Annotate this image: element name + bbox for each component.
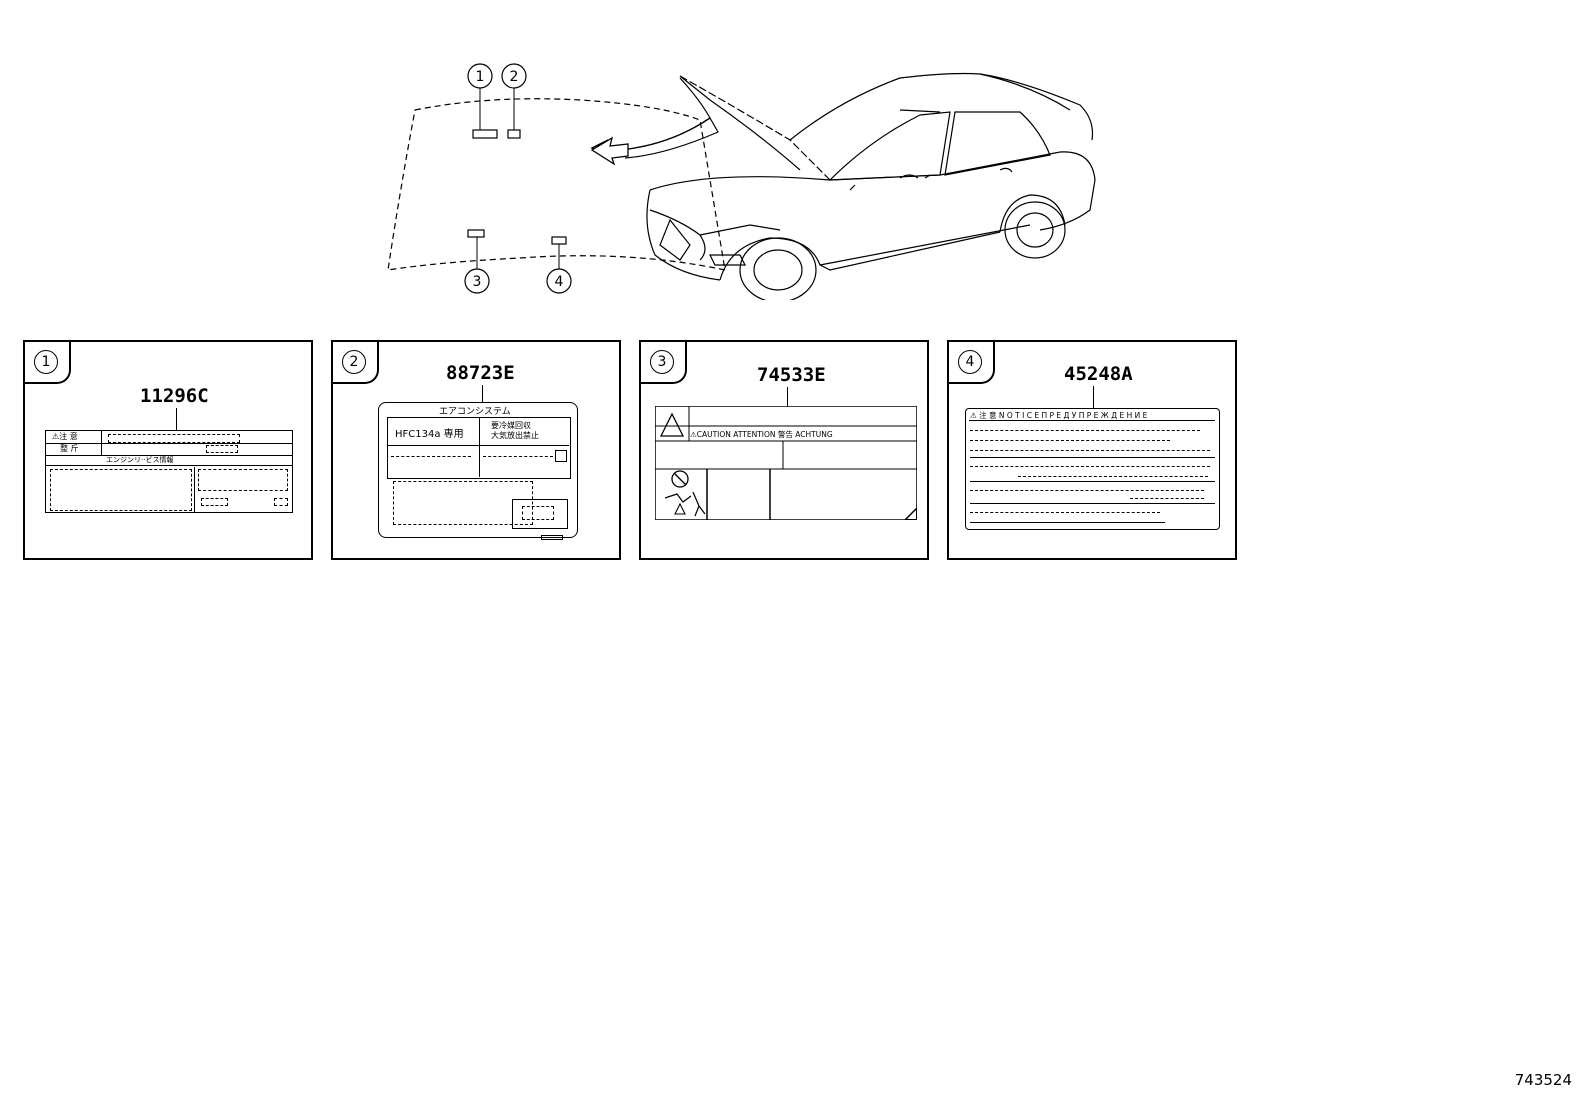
svg-text:3: 3 — [473, 274, 482, 290]
hood-outline — [387, 98, 726, 271]
car-illustration — [646, 72, 1096, 300]
panel-index-tab: 1 — [25, 342, 71, 384]
vehicle-overview-illustration: 1 2 3 4 — [387, 63, 1096, 300]
caution-heading: ⚠注 意 — [52, 432, 78, 441]
panel-index: 1 — [34, 350, 58, 374]
part-number[interactable]: 74533E — [757, 364, 826, 386]
hood-label-2 — [507, 129, 521, 139]
hood-label-4 — [551, 236, 567, 245]
label-panel-4: 4 45248A ⚠ 注 意 N O T I C E П Р Е Д У П Р… — [947, 340, 1237, 560]
recovery-text-2: 大気放出禁止 — [491, 431, 539, 440]
label-panel-1: 1 11296C ⚠注 意 整 斤 エンジンリ··ビス情報 — [23, 340, 313, 560]
svg-text:2: 2 — [510, 69, 519, 85]
hood-label-1 — [472, 129, 498, 139]
part-number[interactable]: 88723E — [446, 362, 515, 384]
panel-index: 4 — [958, 350, 982, 374]
label-line-2: 整 斤 — [60, 444, 79, 453]
ac-system-header: エアコンシステム — [439, 407, 511, 417]
label-74533e-illustration: ⚠CAUTION ATTENTION 警告 ACHTUNG — [654, 405, 917, 520]
callout-3: 3 — [464, 268, 490, 294]
label-panel-3: 3 74533E ⚠CAUTION ATTENTION 警告 ACHTUNG — [639, 340, 929, 560]
notice-header: ⚠ 注 意 N O T I C E П Р Е Д У П Р Е Ж Д Е … — [970, 411, 1148, 420]
part-number[interactable]: 11296C — [140, 385, 209, 407]
callout-4: 4 — [546, 268, 572, 294]
svg-text:1: 1 — [476, 69, 485, 85]
recovery-text-1: 要冷媒回収 — [491, 421, 531, 430]
warning-languages: ⚠CAUTION ATTENTION 警告 ACHTUNG — [690, 430, 833, 439]
panel-index: 2 — [342, 350, 366, 374]
svg-text:4: 4 — [555, 274, 564, 290]
label-panel-2: 2 88723E エアコンシステム HFC134a 専用 要冷媒回収 大気放出禁… — [331, 340, 621, 560]
part-number[interactable]: 45248A — [1064, 363, 1133, 385]
panel-index-tab: 2 — [333, 342, 379, 384]
label-line-3: エンジンリ··ビス情報 — [106, 456, 174, 464]
label-88723e-illustration: エアコンシステム HFC134a 専用 要冷媒回収 大気放出禁止 — [378, 402, 578, 540]
panel-index: 3 — [650, 350, 674, 374]
callout-2: 2 — [501, 63, 527, 89]
figure-id: 743524 — [1514, 1071, 1572, 1089]
callout-1: 1 — [467, 63, 493, 89]
panel-index-tab: 4 — [949, 342, 995, 384]
label-11296c-illustration: ⚠注 意 整 斤 エンジンリ··ビス情報 — [45, 430, 293, 513]
hood-label-3 — [467, 229, 485, 238]
panel-index-tab: 3 — [641, 342, 687, 384]
refrigerant-type: HFC134a 専用 — [395, 429, 464, 440]
label-45248a-illustration: ⚠ 注 意 N O T I C E П Р Е Д У П Р Е Ж Д Е … — [965, 408, 1220, 530]
